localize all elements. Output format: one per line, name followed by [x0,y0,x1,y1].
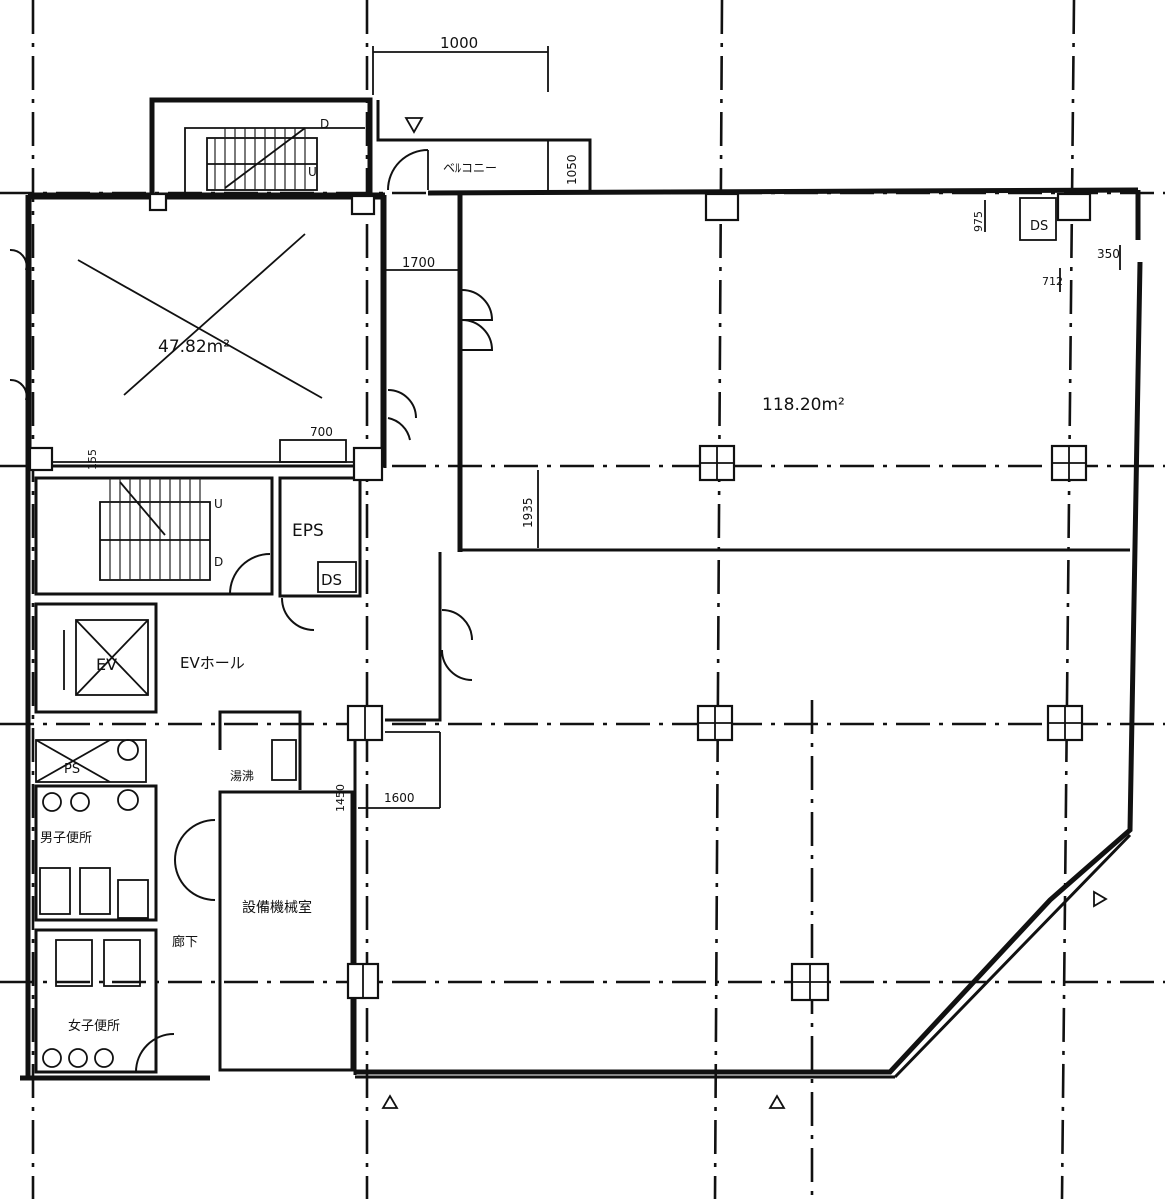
area-void-label: 47.82m² [158,337,230,357]
balcony-label: ベﾙコニー [443,161,497,175]
lower-stair-d: D [214,555,223,569]
women-toilet-label: 女子便所 [68,1018,120,1034]
ev-hall-label: EVホール [180,654,245,672]
upper-stair [149,97,373,195]
lower-stair [34,476,274,596]
dim-712-label: 712 [1042,275,1063,288]
dim-1450-label: 1450 [334,784,347,812]
void-room [28,196,385,468]
elevator [34,602,158,714]
dim-155-label: 155 [86,449,99,470]
grid-line-v4 [1060,0,1076,1199]
corridor-label: 廊下 [172,934,198,950]
top-dimension [372,46,549,95]
area-office-label: 118.20m² [762,395,845,415]
balcony [376,100,592,190]
exterior-walls [20,187,1143,1081]
dim-700-label: 700 [310,425,333,439]
eps-room [278,476,362,631]
dim-350-label: 350 [1097,247,1120,261]
upper-stair-d: D [320,117,329,131]
lower-stair-u: U [214,497,223,511]
ev-label: EV [96,655,117,674]
dim-balcony-label: 1050 [565,154,579,185]
eps-label: EPS [292,521,324,541]
upper-stair-u: U [308,165,317,179]
corridor [383,195,460,468]
grid-line-v3 [713,0,724,1199]
columns [28,192,1092,1002]
sink-label: 湯沸 [230,769,254,783]
ps-area [35,710,302,790]
dim-top-label: 1000 [440,34,478,52]
dim-corridor-label: 1700 [402,256,435,271]
dim-1600-label: 1600 [384,791,415,805]
dim-975-label: 975 [972,211,985,232]
ds-upper-label: DS [1030,219,1048,234]
corridor-doors [9,149,494,681]
ds-label: DS [321,571,342,589]
entrance-markers [381,890,1108,1109]
ps-label: PS [64,762,80,777]
storage-label: 設備機械室 [242,899,312,916]
storage-room [174,790,354,1072]
dim-1935-label: 1935 [521,497,535,528]
mens-toilet [34,784,158,922]
office-lower [353,552,442,1075]
womens-toilet [34,928,175,1074]
office-upper [457,195,1130,552]
men-toilet-label: 男子便所 [40,831,92,846]
